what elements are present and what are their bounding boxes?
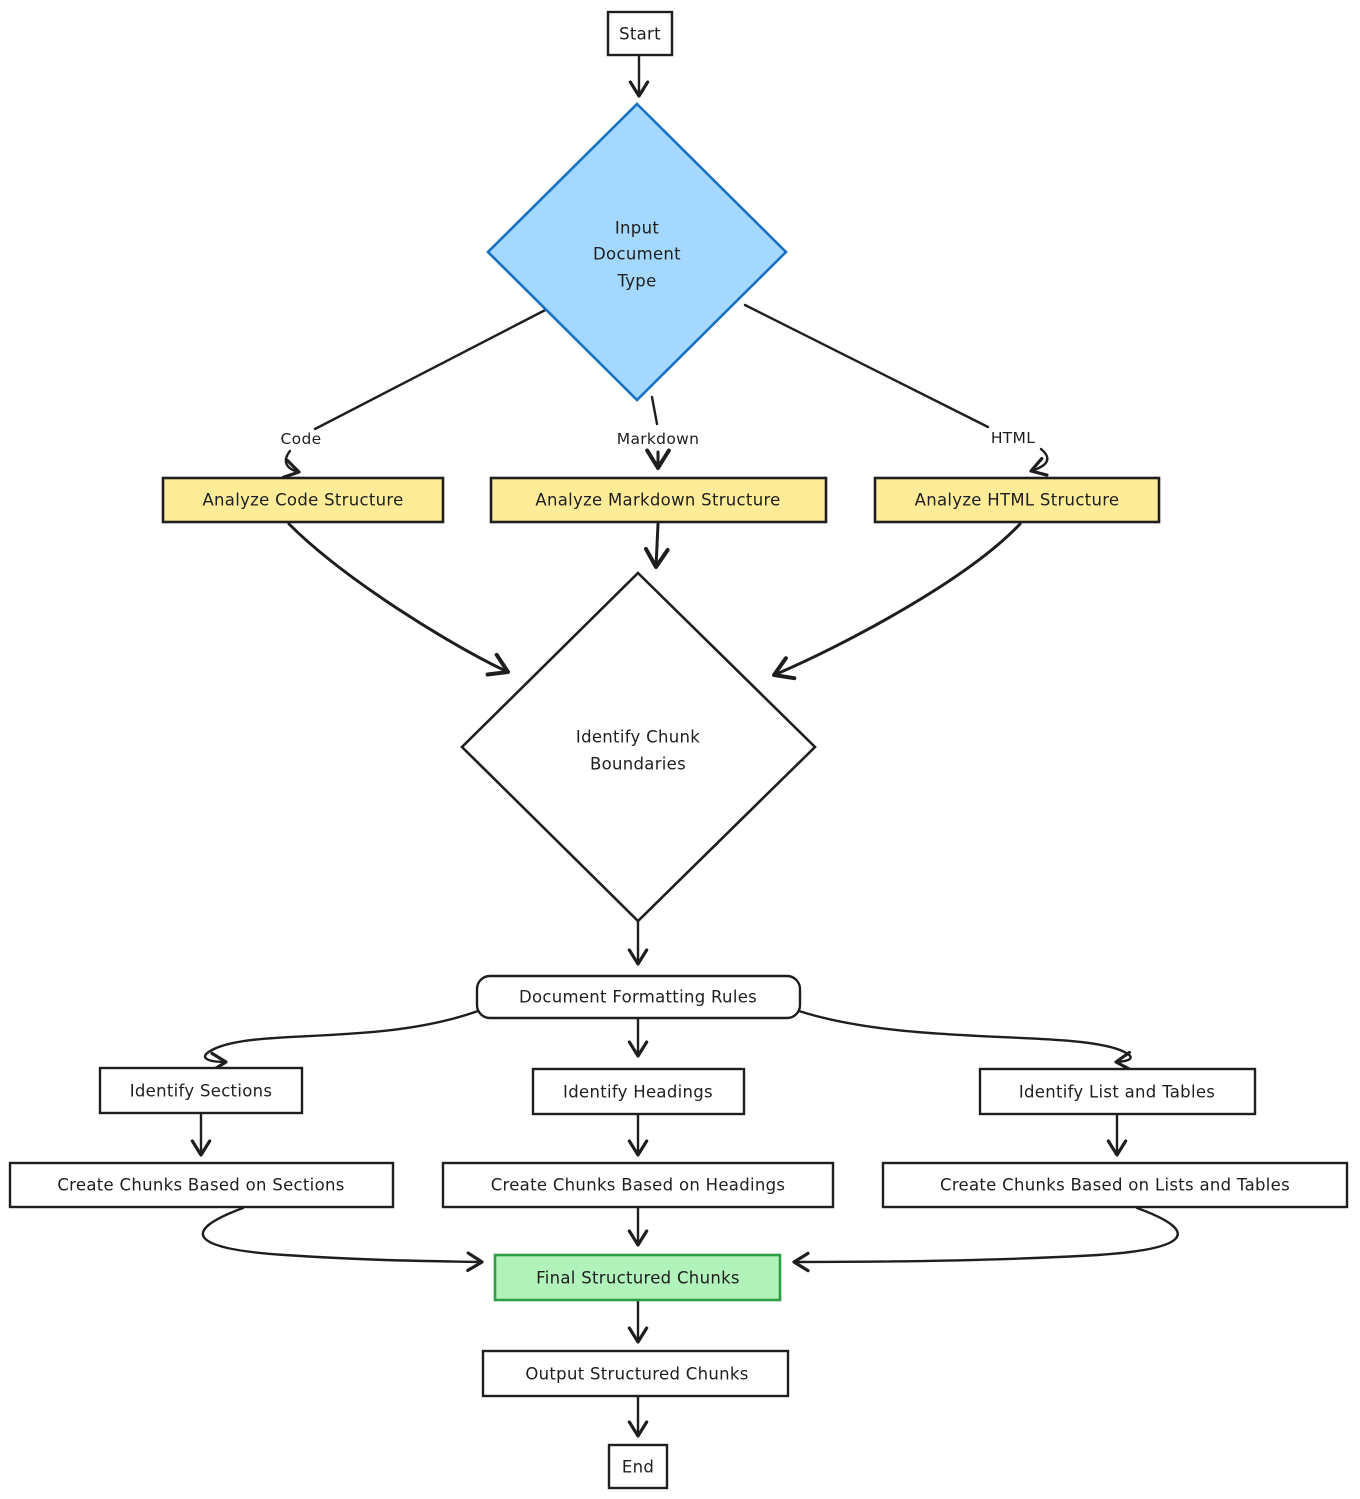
edge-rules-to-identify-sections <box>203 1009 480 1073</box>
node-create-chunks-headings-label: Create Chunks Based on Headings <box>491 1176 786 1195</box>
node-identify-sections: Identify Sections <box>98 1066 304 1115</box>
node-create-chunks-lists-tables-label: Create Chunks Based on Lists and Tables <box>940 1176 1290 1195</box>
node-identify-headings: Identify Headings <box>531 1067 746 1116</box>
edge-label-markdown: Markdown <box>617 430 699 448</box>
edge-create-sections-to-final <box>201 1206 484 1272</box>
node-input-type-line2: Document <box>593 245 681 264</box>
node-analyze-code: Analyze Code Structure <box>161 476 445 524</box>
node-input-type-line3: Type <box>616 272 656 291</box>
node-create-chunks-sections: Create Chunks Based on Sections <box>8 1161 395 1209</box>
edge-analyze-code-to-boundaries <box>287 522 510 677</box>
node-create-chunks-lists-tables: Create Chunks Based on Lists and Tables <box>881 1161 1349 1209</box>
node-input-document-type: Input Document Type <box>486 102 788 402</box>
node-final-structured-chunks-label: Final Structured Chunks <box>536 1269 740 1288</box>
node-identify-sections-label: Identify Sections <box>130 1082 273 1101</box>
edge-input-type-to-markdown-label <box>650 395 659 426</box>
edge-analyze-html-to-boundaries <box>772 522 1022 681</box>
node-create-chunks-sections-label: Create Chunks Based on Sections <box>57 1176 344 1195</box>
edge-label-html: HTML <box>991 429 1035 447</box>
node-end-label: End <box>622 1458 654 1477</box>
edge-input-type-to-code-label <box>313 304 555 431</box>
node-identify-list-tables: Identify List and Tables <box>978 1067 1257 1116</box>
node-boundaries-line1: Identify Chunk <box>576 728 700 747</box>
node-identify-headings-label: Identify Headings <box>563 1083 713 1102</box>
edge-rules-to-identify-list-tables <box>797 1009 1133 1072</box>
node-identify-list-tables-label: Identify List and Tables <box>1019 1083 1215 1102</box>
node-formatting-rules-label: Document Formatting Rules <box>519 988 757 1007</box>
edge-label-code: Code <box>281 430 322 448</box>
node-analyze-markdown-label: Analyze Markdown Structure <box>535 491 780 510</box>
node-analyze-markdown: Analyze Markdown Structure <box>489 476 828 524</box>
node-analyze-code-label: Analyze Code Structure <box>202 491 403 510</box>
node-output-structured-chunks-label: Output Structured Chunks <box>525 1365 748 1384</box>
node-output-structured-chunks: Output Structured Chunks <box>481 1349 790 1398</box>
node-end: End <box>607 1443 669 1490</box>
node-input-type-line1: Input <box>615 219 659 238</box>
node-analyze-html: Analyze HTML Structure <box>873 476 1161 524</box>
node-create-chunks-headings: Create Chunks Based on Headings <box>441 1161 835 1209</box>
node-analyze-html-label: Analyze HTML Structure <box>915 491 1120 510</box>
edge-analyze-markdown-to-boundaries <box>643 522 670 569</box>
node-identify-chunk-boundaries: Identify Chunk Boundaries <box>460 571 817 923</box>
node-final-structured-chunks: Final Structured Chunks <box>493 1253 782 1302</box>
node-start-label: Start <box>619 25 661 44</box>
edge-html-label-to-analyze-html <box>1029 447 1049 477</box>
edge-create-lists-to-final <box>792 1206 1179 1273</box>
node-boundaries-line2: Boundaries <box>590 755 686 774</box>
edge-input-type-to-html-label <box>743 303 990 429</box>
node-document-formatting-rules: Document Formatting Rules <box>475 974 802 1020</box>
node-start: Start <box>606 10 674 57</box>
edge-code-label-to-analyze-code <box>281 449 301 479</box>
